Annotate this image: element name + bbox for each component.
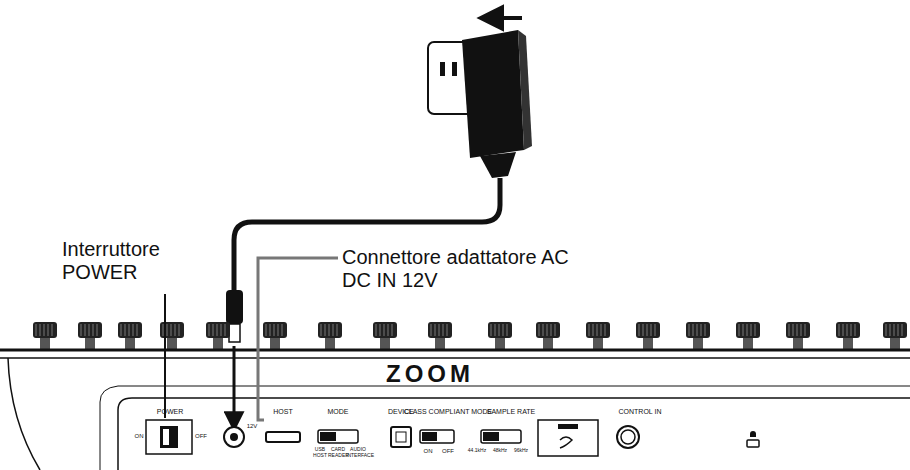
panel-label: ON: [420, 448, 436, 455]
panel-label: POWER: [150, 408, 190, 416]
panel-label: CLASS COMPLIANT MODE: [393, 408, 503, 416]
panel-label: SAMPLE RATE: [481, 408, 541, 416]
class-switch: [420, 430, 454, 443]
brand-logo: ZOOM: [370, 360, 490, 388]
usb-device-port: [391, 427, 411, 447]
leader-line: [258, 258, 338, 420]
panel-label: HOST: [268, 408, 298, 416]
panel-label: MODE: [320, 408, 356, 416]
card-slot: [538, 420, 598, 456]
panel-label: 44.1kHz: [465, 448, 489, 454]
mode-switch: [318, 430, 358, 443]
panel-label: 48kHz: [490, 448, 510, 454]
security-slot: [747, 431, 759, 447]
panel-label: CONTROL IN: [610, 408, 670, 416]
sample-rate-switch: [481, 430, 521, 443]
device-body: [0, 350, 910, 470]
panel-label: 12V: [242, 423, 262, 430]
leader-line: [164, 294, 166, 418]
control-in-jack: [617, 426, 639, 448]
power-switch: [146, 420, 192, 454]
callout-label: Interruttore POWER: [62, 238, 202, 284]
ac-adapter: [462, 30, 532, 178]
callout-label: Connettore adattatore AC DC IN 12V: [342, 246, 587, 292]
usb-host-port: [266, 432, 300, 442]
panel-label: OFF: [192, 433, 210, 440]
dc-in-jack: [224, 427, 244, 447]
panel-label: CARD READER: [328, 447, 348, 459]
panel-label: 96kHz: [511, 448, 531, 454]
direction-arrow: [482, 16, 522, 20]
panel-label: ON: [131, 433, 147, 440]
panel-label: OFF: [439, 448, 457, 455]
panel-label: USB HOST: [312, 447, 328, 459]
panel-label: AUDIO INTERFACE: [346, 447, 370, 459]
